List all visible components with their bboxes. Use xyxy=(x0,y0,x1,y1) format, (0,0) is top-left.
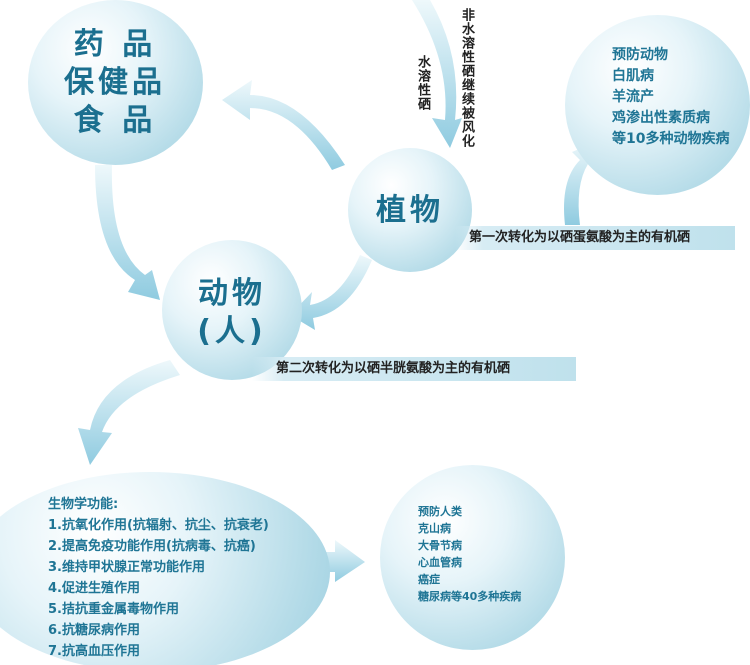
list-item: 预防动物 xyxy=(612,47,668,63)
list-item: 6.抗糖尿病作用 xyxy=(48,623,140,638)
first-conversion-banner: 第一次转化为以硒蛋氨酸为主的有机硒 xyxy=(455,226,735,250)
list-item: 4.促进生殖作用 xyxy=(48,581,140,596)
human-prevention-list: 预防人类 克山病 大骨节病 心血管病 癌症 糖尿病等40多种疾病 xyxy=(418,503,521,605)
arrow-down-to-plant xyxy=(412,0,462,148)
list-item: 7.抗高血压作用 xyxy=(48,644,140,659)
second-conversion-banner: 第二次转化为以硒半胱氨酸为主的有机硒 xyxy=(252,357,576,381)
bio-functions-list: 生物学功能: 1.抗氧化作用(抗辐射、抗尘、抗衰老) 2.提高免疫功能作用(抗病… xyxy=(48,494,269,662)
list-item: 3.维持甲状腺正常功能作用 xyxy=(48,560,205,575)
list-item: 鸡渗出性素质病 xyxy=(612,110,710,126)
human-label: (人) xyxy=(197,314,267,349)
animal-prevention-circle xyxy=(565,15,750,195)
product-food: 食 品 xyxy=(73,103,157,138)
plant-label: 植物 xyxy=(376,193,444,228)
list-item: 预防人类 xyxy=(418,505,462,518)
list-item: 克山病 xyxy=(418,522,451,535)
animal-prevention-list: 预防动物 白肌病 羊流产 鸡渗出性素质病 等10多种动物疾病 xyxy=(612,45,729,150)
product-health: 保健品 xyxy=(64,65,166,100)
animal-circle xyxy=(162,240,302,380)
bio-functions-ellipse xyxy=(0,472,330,665)
list-item: 2.提高免疫功能作用(抗病毒、抗癌) xyxy=(48,539,256,554)
products-circle xyxy=(28,0,203,165)
animal-text: 动物 (人) xyxy=(162,275,302,351)
bio-functions-title: 生物学功能: xyxy=(48,497,119,512)
list-item: 大骨节病 xyxy=(418,539,462,552)
animal-label: 动物 xyxy=(198,276,266,311)
product-medicine: 药 品 xyxy=(73,27,157,62)
arrow-plant-to-animal xyxy=(290,255,372,330)
arrow-plant-to-products xyxy=(222,80,345,170)
human-prevention-circle xyxy=(380,465,565,650)
arrow-products-to-animal xyxy=(95,165,160,300)
plant-circle xyxy=(348,148,472,272)
list-item: 等10多种动物疾病 xyxy=(612,131,730,147)
list-item: 羊流产 xyxy=(612,89,654,105)
soluble-selenium-label: 水溶性硒 xyxy=(415,55,430,111)
list-item: 白肌病 xyxy=(612,68,654,84)
arrow-animal-to-functions xyxy=(78,360,180,465)
list-item: 1.抗氧化作用(抗辐射、抗尘、抗衰老) xyxy=(48,518,269,533)
list-item: 癌症 xyxy=(418,573,440,586)
list-item: 心血管病 xyxy=(418,556,462,569)
list-item: 5.拮抗重金属毒物作用 xyxy=(48,602,179,617)
products-text: 药 品 保健品 食 品 xyxy=(40,26,190,140)
list-item: 糖尿病等40多种疾病 xyxy=(418,590,522,603)
insoluble-selenium-label: 非水溶性硒继续被风化 xyxy=(459,8,474,148)
